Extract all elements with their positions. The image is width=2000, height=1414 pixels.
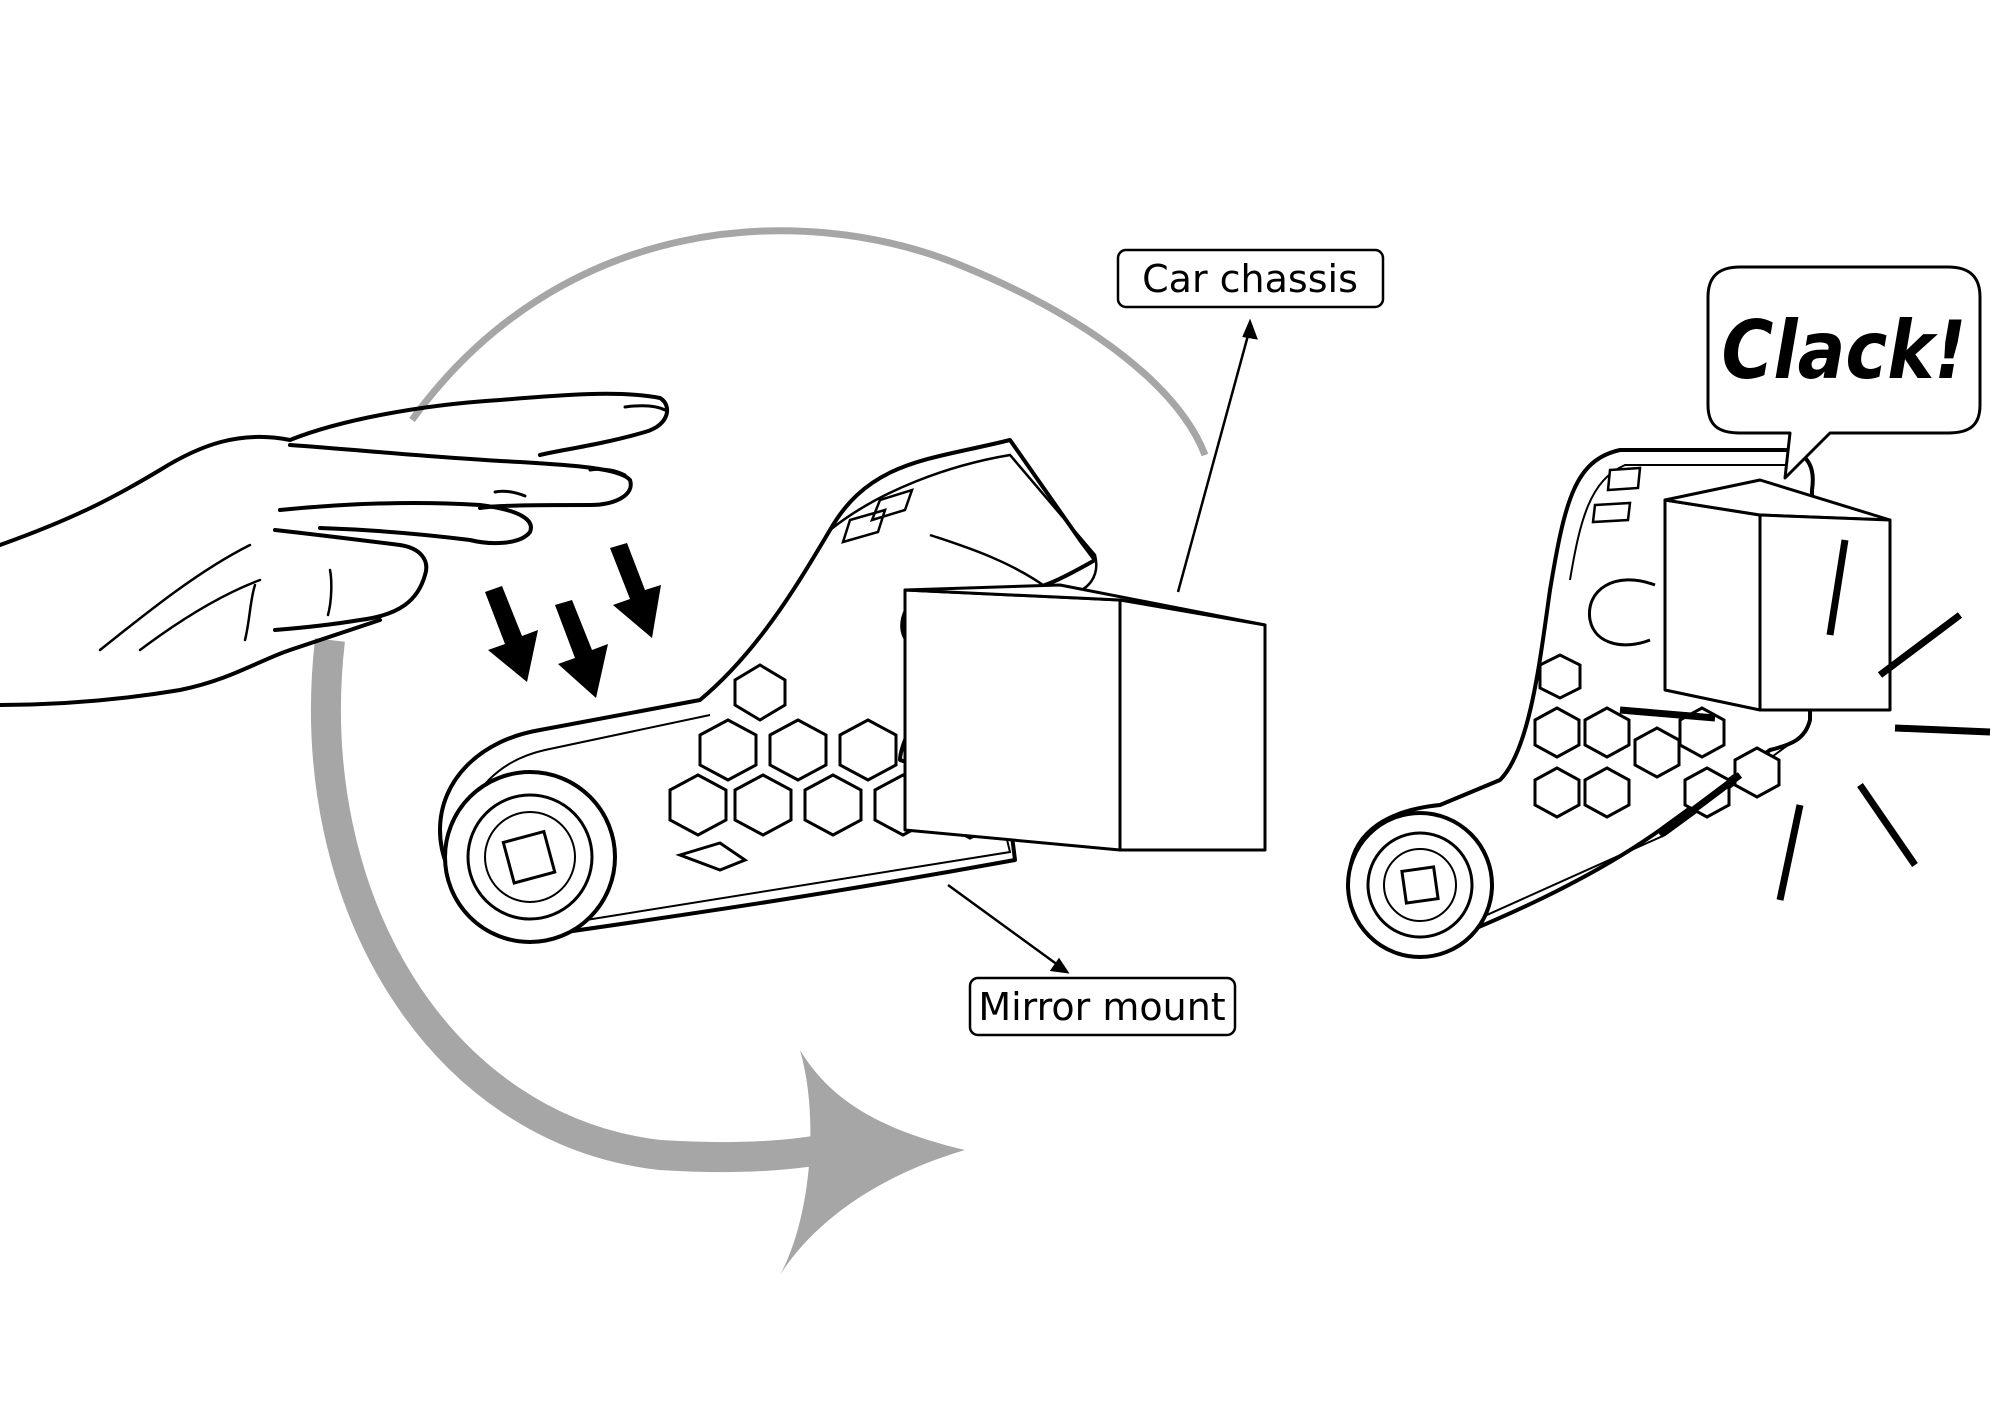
leader-lines <box>947 318 1258 974</box>
rotation-arrow-head <box>780 1050 965 1275</box>
mirror-mount-left-pivot-inner <box>484 811 576 903</box>
car-chassis-block-right <box>1663 478 1892 712</box>
label-mirror-mount-text: Mirror mount <box>978 985 1225 1029</box>
leader-line-car-chassis <box>1176 327 1252 593</box>
hand-finger-middle <box>288 443 633 510</box>
mirror-mount-right-pivot-ring <box>1366 831 1474 939</box>
label-car-chassis: Car chassis <box>1116 248 1385 309</box>
leader-line-mirror-mount <box>947 883 1063 970</box>
mirror-mount-left-square-socket <box>501 829 557 885</box>
speech-bubble-outline <box>1706 265 1982 480</box>
mirror-mount-right-slots <box>1591 466 1642 524</box>
sound-speech-bubble: Clack! <box>1706 265 1982 480</box>
mirror-mount-left-top-arm <box>829 453 1098 597</box>
mirror-mount-left-slots <box>841 488 915 544</box>
rotation-arrow <box>311 227 1209 1275</box>
leader-arrowhead-mirror-mount <box>1049 957 1070 974</box>
label-car-chassis-box <box>1116 248 1385 309</box>
rotation-arrow-arc-upper <box>409 227 1209 457</box>
mirror-mount-right-hook <box>1587 578 1656 647</box>
hand-palm-lower <box>0 618 382 707</box>
hand-fingernails <box>493 404 667 498</box>
mirror-mount-left-pivot-ring <box>466 793 594 921</box>
speech-bubble-sound-text: Clack! <box>1722 304 1967 397</box>
label-car-chassis-text: Car chassis <box>1142 257 1358 301</box>
press-direction-arrows <box>485 543 661 698</box>
hand-finger-index <box>273 528 429 632</box>
press-arrow-2 <box>555 600 608 698</box>
click-burst-lines <box>1619 539 1991 901</box>
leader-arrowhead-car-chassis <box>1242 318 1258 340</box>
car-chassis-block-left <box>903 583 1267 852</box>
label-mirror-mount: Mirror mount <box>968 976 1237 1037</box>
hand-knuckle-lines <box>98 543 333 652</box>
label-mirror-mount-box <box>968 976 1237 1037</box>
hand-outline-upper <box>0 391 670 547</box>
press-arrow-3 <box>610 543 661 638</box>
chassis-right-side-face <box>1758 513 1892 712</box>
mirror-mount-right-square-socket <box>1400 865 1440 905</box>
rotation-arrow-arc-lower <box>311 638 823 1173</box>
hand-illustration <box>0 391 670 707</box>
hand-finger-ring <box>278 500 533 546</box>
chassis-left-front-face <box>903 588 1122 852</box>
mirror-mount-right-pivot-inner <box>1383 848 1457 922</box>
press-arrow-1 <box>485 586 538 682</box>
chassis-right-front-face <box>1663 498 1762 712</box>
chassis-left-side-face <box>1118 598 1267 852</box>
